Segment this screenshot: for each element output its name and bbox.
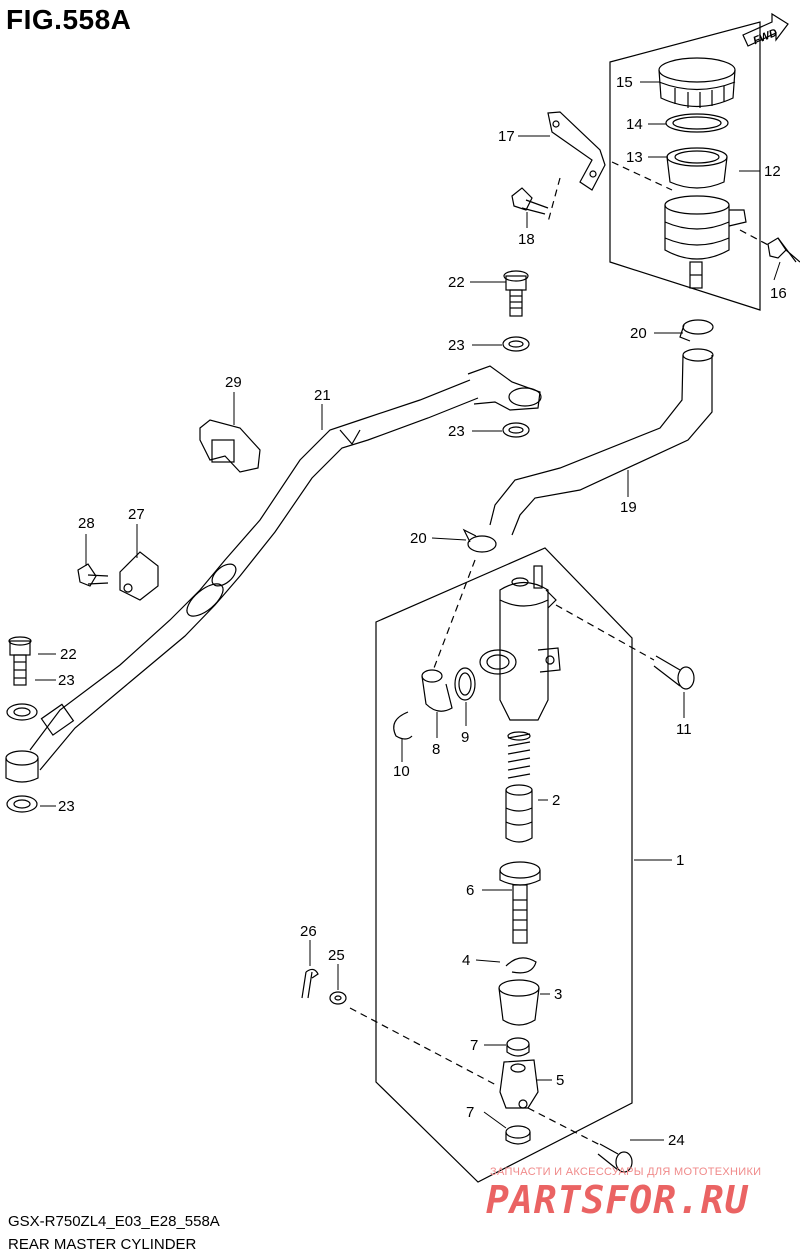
banjo-bolt-upper (503, 270, 529, 317)
master-cylinder-body (479, 565, 561, 721)
callout-1: 1 (676, 852, 684, 869)
callout-11: 11 (676, 721, 692, 738)
callout-23d: 23 (58, 798, 75, 815)
callout-labels: 15 14 13 12 16 17 18 22 23 23 20 19 20 2… (58, 74, 787, 1149)
washer-lower-b (6, 795, 38, 813)
section-name: REAR MASTER CYLINDER (8, 1236, 197, 1253)
banjo-bolt-lower (8, 636, 32, 686)
callout-2: 2 (552, 792, 560, 809)
hose-holder (119, 551, 159, 601)
leader-lines (35, 81, 781, 1141)
callout-13: 13 (626, 149, 643, 166)
callout-19: 19 (620, 499, 637, 516)
holder-bolt (77, 563, 109, 587)
callout-27: 27 (128, 506, 145, 523)
reservoir-body (664, 195, 747, 289)
diaphragm-plate (665, 113, 729, 133)
hose-clip-upper (679, 319, 714, 342)
mount-bolt (653, 655, 695, 690)
callout-14: 14 (626, 116, 643, 133)
lock-nut-lower (505, 1125, 531, 1145)
banjo-fitting-lower (5, 750, 39, 783)
callout-7a: 7 (470, 1037, 478, 1054)
circlip-connector (393, 711, 413, 740)
pin-washer (329, 991, 347, 1005)
callout-28: 28 (78, 515, 95, 532)
push-rod (499, 861, 541, 944)
callout-20a: 20 (630, 325, 647, 342)
callout-24: 24 (668, 1132, 685, 1149)
watermark-brand[interactable]: PARTSFOR.RU (486, 1178, 749, 1222)
model-code: GSX-R750ZL4_E03_E28_558A (8, 1213, 220, 1230)
callout-6: 6 (466, 882, 474, 899)
callout-23c: 23 (58, 672, 75, 689)
callout-5: 5 (556, 1072, 564, 1089)
piston-assembly (505, 784, 533, 843)
brake-hose (29, 365, 542, 771)
callout-23b: 23 (448, 423, 465, 440)
washer-lower-a (6, 703, 38, 721)
reservoir-hose (489, 348, 714, 536)
callout-22b: 22 (60, 646, 77, 663)
callout-12: 12 (764, 163, 781, 180)
o-ring (454, 667, 476, 701)
callout-18: 18 (518, 231, 535, 248)
washer-upper (502, 336, 530, 352)
callout-26: 26 (300, 923, 317, 940)
figure-title: FIG.558A (6, 4, 132, 35)
circlip-rod (505, 957, 537, 974)
watermark-subtitle: ЗАПЧАСТИ И АКСЕССУАРЫ ДЛЯ МОТОТЕХНИКИ (490, 1166, 762, 1178)
reservoir-bolt (767, 237, 800, 263)
fwd-arrow-icon: FWD (742, 12, 789, 47)
clevis (499, 1059, 539, 1109)
callout-22a: 22 (448, 274, 465, 291)
hose-clip-lower (462, 528, 497, 553)
callout-3: 3 (554, 986, 562, 1003)
callout-10: 10 (393, 763, 410, 780)
washer-middle (502, 422, 530, 438)
callout-29: 29 (225, 374, 242, 391)
callout-15: 15 (616, 74, 633, 91)
callout-9: 9 (461, 729, 469, 746)
callout-8: 8 (432, 741, 440, 758)
piston-spring (507, 731, 531, 779)
assembly-lines (349, 161, 771, 1147)
reservoir-group-box (609, 21, 761, 311)
callout-7b: 7 (466, 1104, 474, 1121)
callout-16: 16 (770, 285, 787, 302)
callout-23a: 23 (448, 337, 465, 354)
dust-boot (498, 979, 540, 1026)
reservoir-bracket (547, 111, 606, 191)
clevis-pin (597, 1143, 633, 1173)
hose-connector (421, 669, 453, 712)
callout-21: 21 (314, 387, 331, 404)
reservoir-cap (658, 57, 736, 108)
bracket-bolt (511, 187, 549, 215)
lock-nut-upper (506, 1037, 530, 1057)
callout-25: 25 (328, 947, 345, 964)
master-cylinder-box (375, 547, 633, 1183)
callout-17: 17 (498, 128, 515, 145)
hose-clamp (199, 419, 261, 473)
callout-4: 4 (462, 952, 470, 969)
cotter-pin (301, 968, 319, 999)
callout-20b: 20 (410, 530, 427, 547)
diaphragm (666, 147, 728, 189)
